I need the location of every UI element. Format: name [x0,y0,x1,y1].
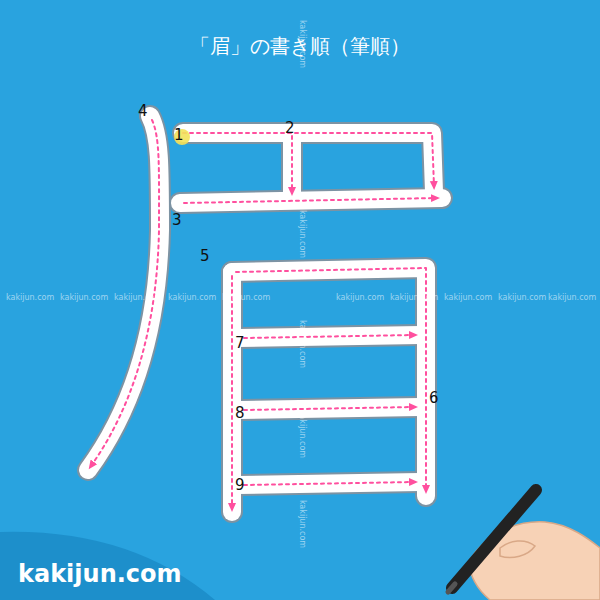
site-logo: kakijun.com [18,562,182,586]
stroke-number: 9 [235,478,245,493]
watermark: kakijun.com [222,294,270,302]
watermark: kakijun.com [298,320,306,368]
watermark: kakijun.com [298,410,306,458]
watermark: kakijun.com [60,294,108,302]
stroke-number: 4 [138,104,148,119]
watermark: kakijun.com [498,294,546,302]
stroke-number: 2 [285,121,295,136]
watermark: kakijun.com [390,294,438,302]
bottom-band [0,532,215,600]
watermark: kakijun.com [336,294,384,302]
kanji-strokes [88,116,442,512]
watermark: kakijun.com [298,500,306,548]
stroke-number: 7 [235,336,245,351]
start-dot [174,129,190,145]
watermark: kakijun.com [168,294,216,302]
watermark: kakijun.com [548,294,596,302]
watermark: kakijun.com [114,294,162,302]
stroke-number: 5 [200,249,210,264]
stroke-number: 3 [172,213,182,228]
stroke-number: 8 [235,406,245,421]
watermark: kakijun.com [298,210,306,258]
watermark: kakijun.com [444,294,492,302]
stroke-number: 6 [429,391,439,406]
watermark: kakijun.com [6,294,54,302]
hand-with-pen [448,490,600,600]
stroke-number: 1 [174,128,184,143]
watermark: kakijun.com [298,20,306,68]
